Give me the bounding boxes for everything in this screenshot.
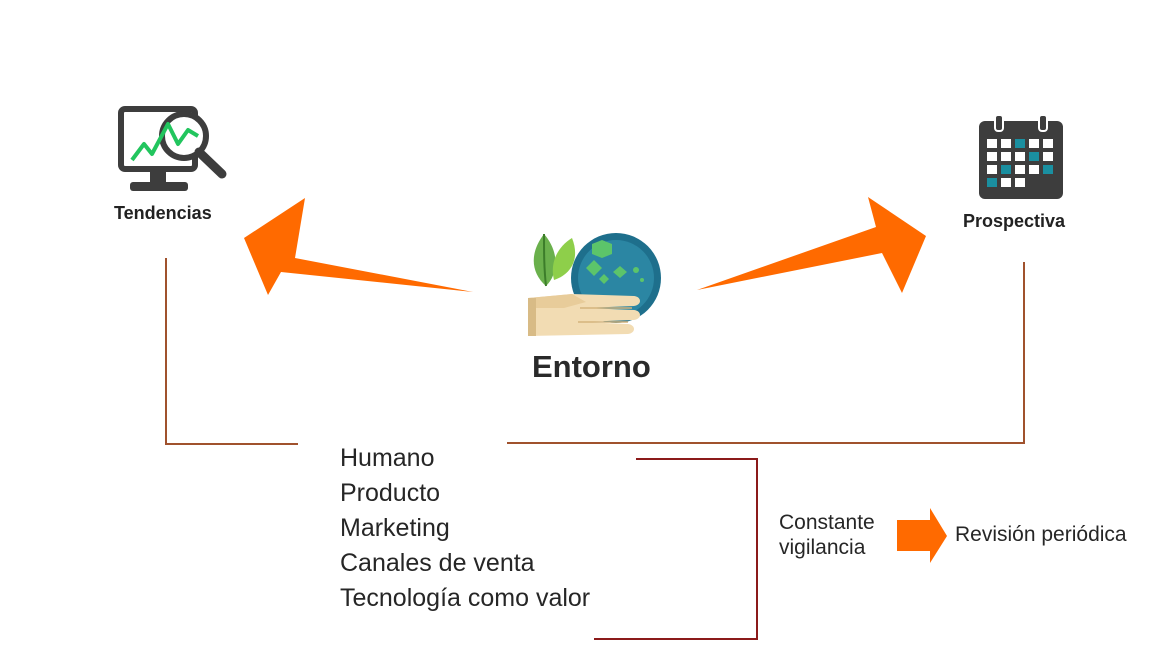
vigilancia-line-2: vigilancia — [779, 536, 866, 559]
factor-item: Canales de venta — [340, 549, 535, 577]
process-arrow — [897, 508, 947, 563]
connector-prospectiva — [507, 262, 1025, 444]
revision-periodica-label: Revisión periódica — [955, 523, 1127, 546]
factor-item: Humano — [340, 444, 435, 472]
tendencias-label: Tendencias — [114, 203, 212, 223]
arrow-to-tendencias — [244, 198, 473, 295]
arrow-to-prospectiva — [697, 197, 926, 293]
hand-leaf-globe-icon — [528, 233, 661, 336]
factor-item: Tecnología como valor — [340, 584, 591, 612]
factor-item: Producto — [340, 479, 441, 507]
vigilancia-line-1: Constante — [779, 511, 875, 534]
calendar-icon — [979, 114, 1063, 199]
prospectiva-label: Prospectiva — [963, 211, 1066, 231]
factor-item: Marketing — [340, 514, 450, 542]
monitor-magnifier-chart-icon — [118, 106, 227, 191]
factors-bracket — [594, 458, 758, 640]
connector-tendencias — [165, 258, 298, 445]
factor-list: Humano Producto Marketing Canales de ven… — [340, 441, 590, 616]
constante-vigilancia-label: Constante vigilancia — [779, 510, 875, 560]
entorno-label: Entorno — [532, 349, 651, 384]
